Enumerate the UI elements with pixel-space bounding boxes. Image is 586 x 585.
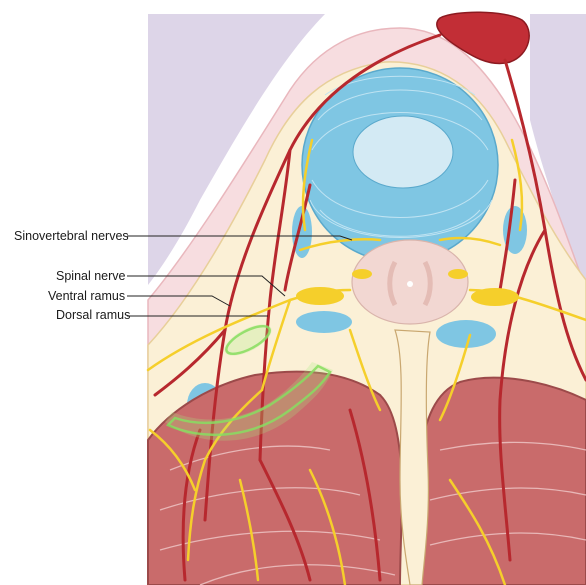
label-spinal-nerve: Spinal nerve bbox=[56, 269, 126, 283]
nucleus-pulposus bbox=[353, 116, 453, 188]
label-ventral-ramus: Ventral ramus bbox=[48, 289, 125, 303]
label-dorsal-ramus: Dorsal ramus bbox=[56, 308, 130, 322]
label-sinovertebral-nerves: Sinovertebral nerves bbox=[14, 229, 129, 243]
spinal-cord bbox=[352, 240, 468, 324]
spinal-nerve-ganglion-left bbox=[296, 287, 344, 305]
spinal-nerve-ganglion-right bbox=[471, 288, 519, 306]
